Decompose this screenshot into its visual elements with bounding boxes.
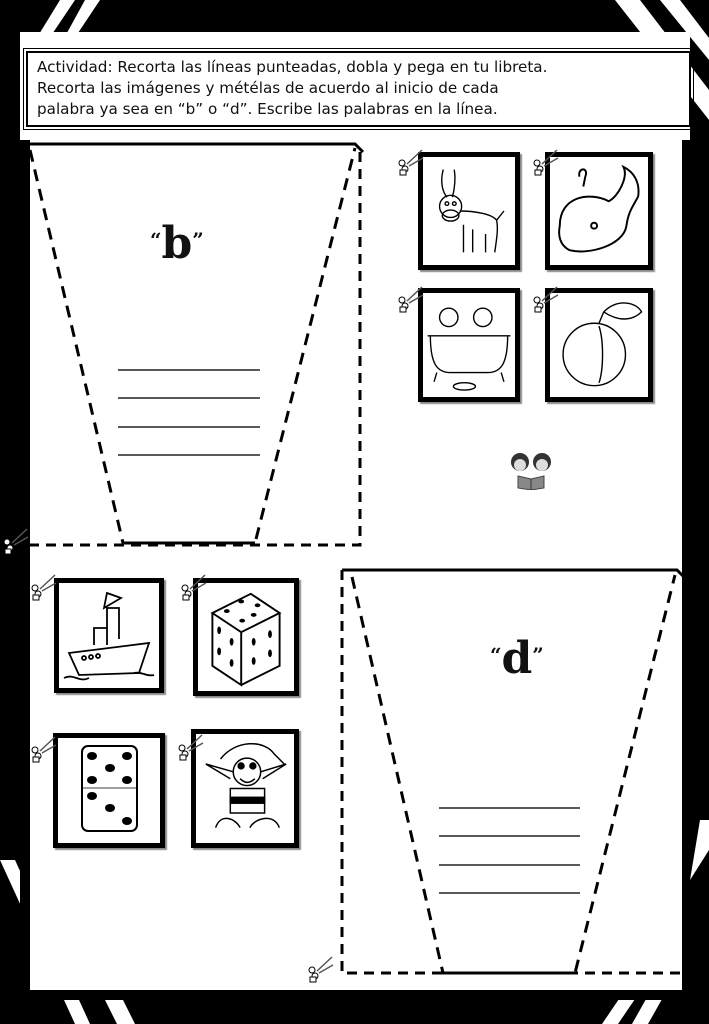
peach-icon [562, 302, 643, 387]
domino-icon [81, 745, 138, 832]
children-reading-icon [511, 453, 551, 490]
boat-icon [63, 591, 155, 681]
instruction-line-3: palabra ya sea en “b” o “d”. Escribe las… [37, 100, 498, 118]
pocket-d-label: “d” [490, 633, 544, 684]
instruction-line-1: Actividad: Recorta las líneas punteadas,… [37, 58, 548, 76]
letter-b: b [161, 218, 193, 269]
donkey-icon [438, 169, 505, 253]
scissors-icon [31, 574, 57, 601]
scissors-icon [181, 574, 207, 601]
scissors-icon [178, 734, 204, 761]
picture-card-peach[interactable] [545, 288, 653, 402]
pocket-b-label: “b” [150, 218, 204, 269]
letter-d: d [501, 633, 533, 684]
picture-card-dice[interactable] [193, 578, 299, 696]
picture-card-boat[interactable] [54, 578, 164, 693]
elf-icon [205, 743, 287, 829]
picture-card-bathtub[interactable] [418, 288, 520, 402]
pocket-d-cutout [340, 568, 687, 975]
picture-card-whale[interactable] [545, 152, 653, 270]
bathtub-icon [427, 307, 511, 391]
dice-icon [210, 592, 282, 687]
pocket-b-cutout [20, 142, 365, 547]
whale-icon [558, 164, 640, 253]
instructions-box: Actividad: Recorta las líneas punteadas,… [23, 48, 694, 130]
scissors-icon [533, 286, 559, 313]
picture-card-donkey[interactable] [418, 152, 520, 270]
picture-card-domino[interactable] [53, 733, 165, 848]
scissors-icon [308, 956, 334, 983]
scissors-icon [398, 149, 424, 176]
instruction-line-2: Recorta las imágenes y métélas de acuerd… [37, 79, 499, 97]
scissors-icon [398, 286, 424, 313]
scissors-icon [3, 528, 29, 555]
scissors-icon [31, 736, 57, 763]
picture-card-elf[interactable] [191, 729, 299, 848]
scissors-icon [533, 149, 559, 176]
